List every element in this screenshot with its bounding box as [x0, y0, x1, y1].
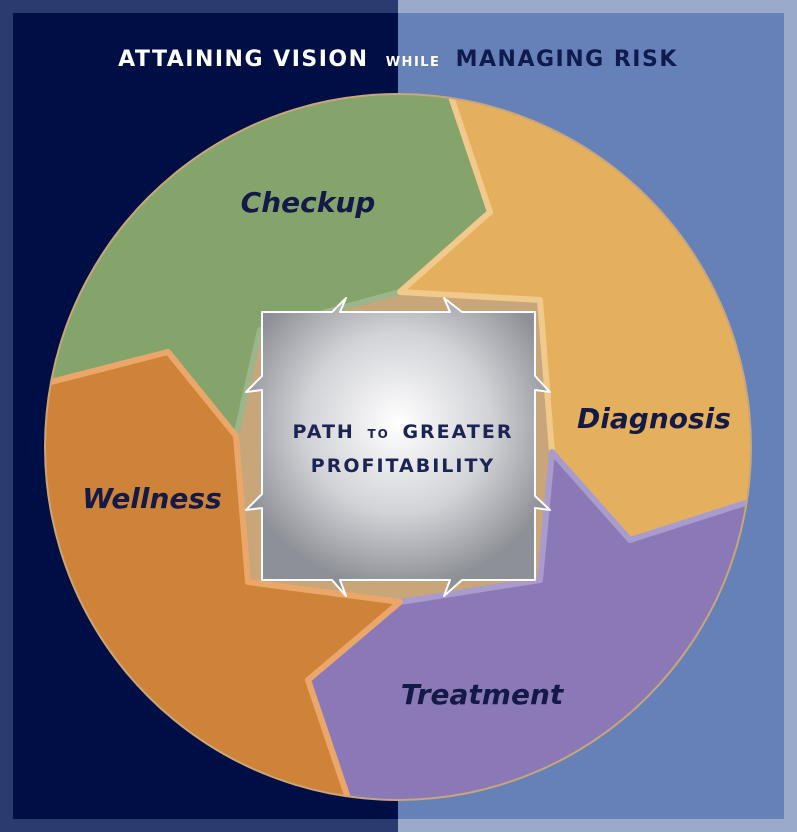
center-word-greater: GREATER — [402, 421, 513, 443]
center-badge — [245, 297, 551, 597]
label-checkup: Checkup — [241, 186, 376, 219]
center-line-2: PROFITABILITY — [311, 455, 495, 477]
label-diagnosis: Diagnosis — [577, 402, 731, 435]
label-treatment: Treatment — [401, 678, 565, 711]
center-line-1: PATH TO GREATER — [293, 421, 514, 443]
title: ATTAINING VISION WHILE MANAGING RISK — [118, 47, 678, 72]
center-word-path: PATH — [293, 421, 355, 443]
title-left: ATTAINING VISION — [118, 47, 368, 72]
center-word-to: TO — [367, 427, 389, 441]
label-wellness: Wellness — [82, 482, 222, 515]
title-right: MANAGING RISK — [456, 47, 678, 72]
title-connector: WHILE — [386, 55, 441, 70]
